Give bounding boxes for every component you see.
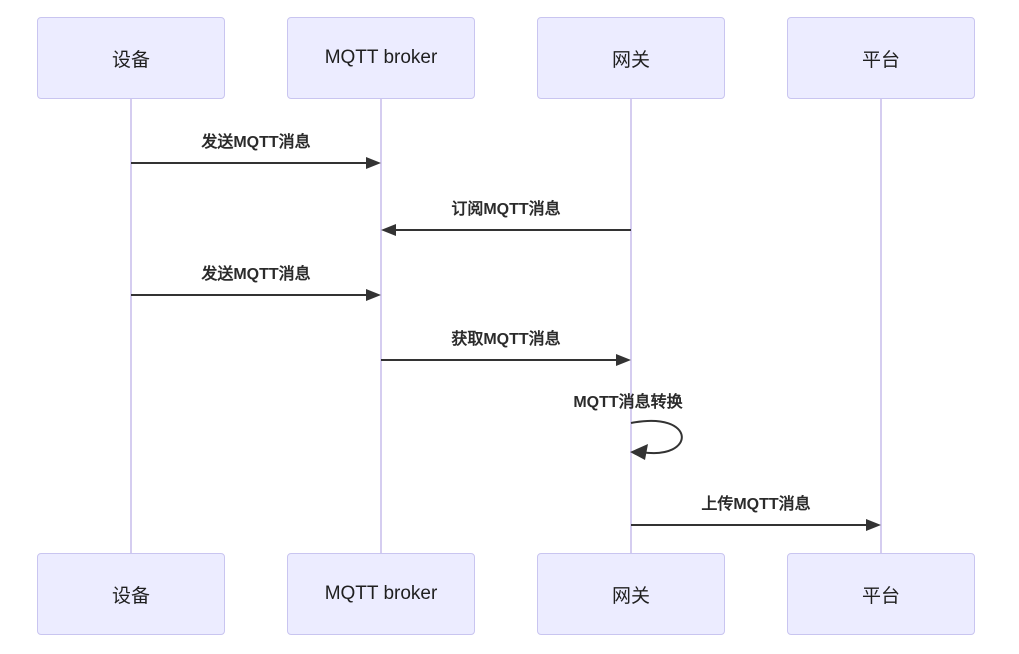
actor-label: 设备 xyxy=(111,585,150,607)
message-label: 订阅MQTT消息 xyxy=(451,201,561,218)
actor-box-mqtt-broker-top: MQTT broker xyxy=(287,17,475,99)
actor-box-mqtt-broker-bottom: MQTT broker xyxy=(287,553,475,635)
lifeline-platform xyxy=(880,99,882,553)
actor-label: 网关 xyxy=(611,49,650,71)
actor-label: MQTT broker xyxy=(324,47,438,68)
actor-box-gateway-top: 网关 xyxy=(537,17,725,99)
actor-label: 平台 xyxy=(861,585,900,607)
message-arrow-2 xyxy=(381,224,631,236)
lifeline-device xyxy=(130,99,132,553)
message-label: 发送MQTT消息 xyxy=(201,134,311,151)
message-label: 上传MQTT消息 xyxy=(701,496,811,513)
actor-label: MQTT broker xyxy=(324,583,438,604)
message-label: MQTT消息转换 xyxy=(573,394,683,411)
message-label: 获取MQTT消息 xyxy=(451,331,561,348)
lifeline-gateway xyxy=(630,99,632,553)
message-label: 发送MQTT消息 xyxy=(201,266,311,283)
message-arrow-4 xyxy=(381,354,631,366)
lifeline-mqtt-broker xyxy=(380,99,382,553)
actor-box-device-top: 设备 xyxy=(37,17,225,99)
actor-box-device-bottom: 设备 xyxy=(37,553,225,635)
message-self-loop-arrow xyxy=(630,419,683,460)
message-arrow-6 xyxy=(631,519,881,531)
message-arrow-1 xyxy=(131,157,381,169)
actor-label: 设备 xyxy=(111,49,150,71)
actor-label: 网关 xyxy=(611,585,650,607)
actor-box-gateway-bottom: 网关 xyxy=(537,553,725,635)
message-arrow-3 xyxy=(131,289,381,301)
actor-box-platform-top: 平台 xyxy=(787,17,975,99)
actor-label: 平台 xyxy=(861,49,900,71)
actor-box-platform-bottom: 平台 xyxy=(787,553,975,635)
